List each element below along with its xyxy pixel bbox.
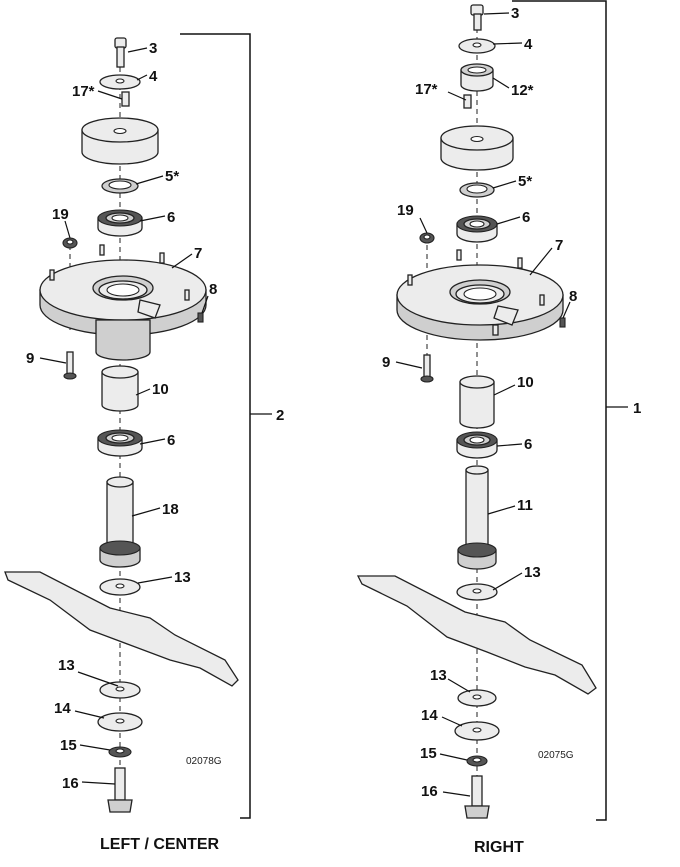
left-part-blade-washer	[97, 712, 143, 732]
left-callout-16: 16	[62, 775, 79, 792]
right-part-blade	[356, 575, 597, 695]
right-callout-15: 15	[420, 745, 437, 762]
left-callout-13-lower: 13	[58, 657, 75, 674]
left-part-bearing-lower	[97, 429, 143, 457]
right-part-key	[463, 94, 472, 109]
left-part-bearing-upper	[97, 209, 143, 237]
right-leader-lines	[395, 12, 571, 797]
left-callout-14: 14	[54, 700, 71, 717]
left-callout-10: 10	[152, 381, 169, 398]
right-callout-8: 8	[569, 288, 577, 305]
right-part-grease-fitting	[559, 317, 566, 328]
left-callouts: 3 4 17* 5* 19 6 7 8 9 10 6 18 13 13 14 1…	[26, 40, 284, 792]
left-part-nut	[62, 237, 78, 249]
right-callout-13-upper: 13	[524, 564, 541, 581]
right-drawing-code: 02075G	[538, 750, 574, 761]
right-part-blade-bolt	[464, 775, 490, 819]
left-callout-3: 3	[149, 40, 157, 57]
right-part-housing	[396, 249, 564, 341]
left-part-spindle-shaft	[99, 476, 141, 568]
left-part-washer	[99, 74, 141, 90]
right-part-seal	[459, 182, 495, 198]
right-callout-13-lower: 13	[430, 667, 447, 684]
right-assembly: 3 4 17* 12* 5* 19 6 7 8 9 10 6 11 13 13 …	[356, 0, 641, 856]
right-part-carriage-bolt	[420, 354, 434, 383]
right-callout-16: 16	[421, 783, 438, 800]
left-part-washer-upper	[99, 578, 141, 596]
left-callout-7: 7	[194, 245, 202, 262]
left-part-washer-lower	[99, 681, 141, 699]
left-part-blade	[4, 571, 239, 687]
left-assembly: 3 4 17* 5* 19 6 7 8 9 10 6 18 13 13 14 1…	[4, 33, 284, 853]
left-callout-19: 19	[52, 206, 69, 223]
left-callout-6-upper: 6	[167, 209, 175, 226]
left-assembly-bracket	[180, 33, 272, 819]
right-part-washer-upper	[456, 583, 498, 601]
right-callout-6-lower: 6	[524, 436, 532, 453]
left-part-carriage-bolt	[63, 351, 77, 380]
right-callout-9: 9	[382, 354, 390, 371]
left-part-lock-washer	[108, 746, 132, 758]
left-callout-13-upper: 13	[174, 569, 191, 586]
right-part-bolt	[470, 4, 484, 31]
right-callout-14: 14	[421, 707, 438, 724]
right-callout-6-upper: 6	[522, 209, 530, 226]
left-part-seal	[101, 178, 139, 194]
right-assembly-bracket	[512, 0, 628, 821]
right-part-bearing-lower	[456, 431, 498, 459]
right-callouts: 3 4 17* 12* 5* 19 6 7 8 9 10 6 11 13 13 …	[382, 5, 641, 800]
right-callout-4: 4	[524, 36, 533, 53]
right-part-washer-lower	[457, 689, 497, 707]
right-callout-12: 12*	[511, 82, 534, 99]
left-callout-8: 8	[209, 281, 217, 298]
left-drawing-code: 02078G	[186, 756, 222, 767]
right-part-spacer	[459, 375, 495, 429]
right-callout-5: 5*	[518, 173, 532, 190]
left-callout-17: 17*	[72, 83, 95, 100]
left-callout-6-lower: 6	[167, 432, 175, 449]
left-callout-18: 18	[162, 501, 179, 518]
left-part-bolt	[114, 37, 127, 68]
left-leader-lines	[39, 47, 209, 785]
right-part-bearing-upper	[456, 215, 498, 243]
left-part-grease-fitting	[197, 312, 204, 323]
left-callout-4: 4	[149, 68, 158, 85]
right-callout-17: 17*	[415, 81, 438, 98]
left-bracket-label: 2	[276, 407, 284, 424]
right-callout-10: 10	[517, 374, 534, 391]
left-part-blade-bolt	[107, 767, 133, 813]
right-callout-7: 7	[555, 237, 563, 254]
right-part-spindle-shaft	[457, 465, 497, 570]
right-callout-19: 19	[397, 202, 414, 219]
right-part-lock-washer	[466, 755, 488, 767]
right-part-collar	[460, 63, 494, 92]
left-part-spacer	[101, 365, 139, 412]
left-part-pulley	[81, 117, 159, 165]
left-callout-5: 5*	[165, 168, 179, 185]
left-callout-9: 9	[26, 350, 34, 367]
right-part-washer	[458, 38, 496, 54]
right-bracket-label: 1	[633, 400, 641, 417]
left-part-key	[121, 91, 130, 107]
right-part-blade-washer	[454, 721, 500, 741]
left-callout-15: 15	[60, 737, 77, 754]
right-callout-11: 11	[517, 497, 533, 514]
right-caption: RIGHT	[474, 839, 524, 856]
left-caption: LEFT / CENTER	[100, 836, 220, 853]
right-part-nut	[419, 232, 435, 244]
right-callout-3: 3	[511, 5, 519, 22]
right-part-pulley	[440, 125, 514, 171]
